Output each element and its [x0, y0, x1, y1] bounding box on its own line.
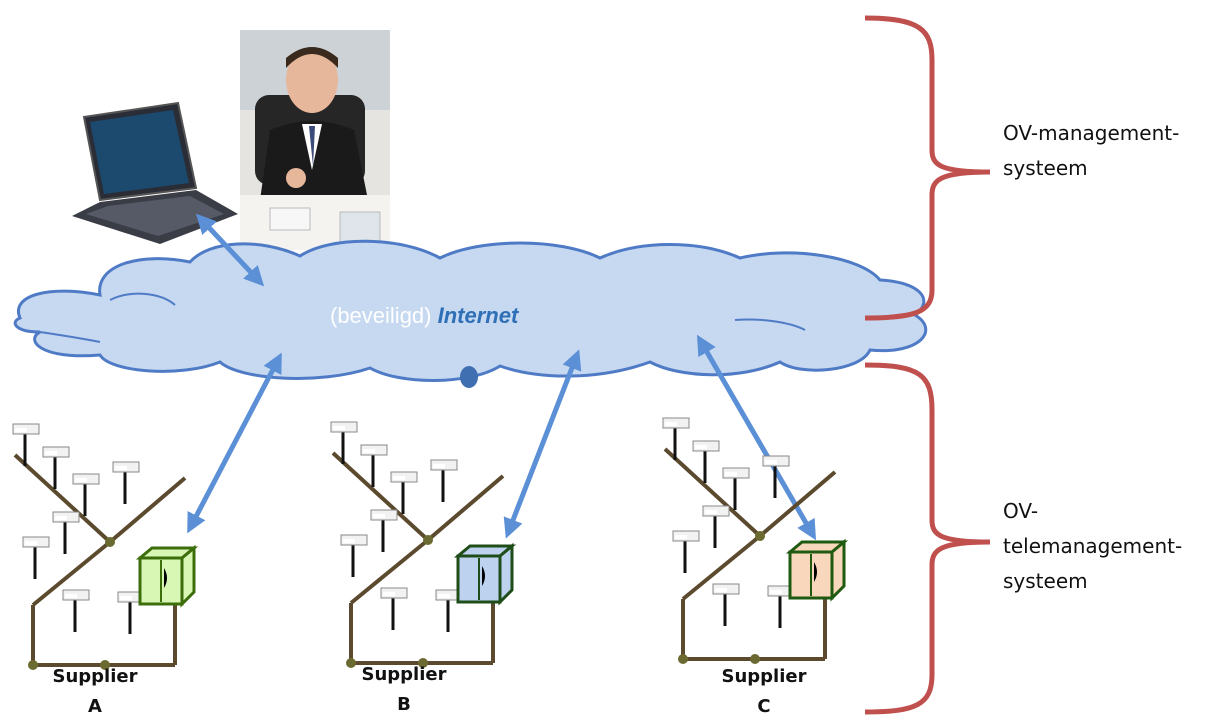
supplier-a-label: Supplier A	[45, 662, 145, 722]
management-label-line-1: OV-management-	[1003, 121, 1180, 145]
control-cabinet-icon	[785, 538, 849, 602]
cable-lines	[331, 451, 505, 665]
supplier-c-letter: C	[757, 696, 771, 717]
telemanagement-system-label: OV- telemanagement- systeem	[1003, 494, 1182, 599]
telemanagement-label-line-1: OV-	[1003, 499, 1039, 523]
brace-management	[864, 15, 991, 321]
cloud-label-emphasis: Internet	[437, 303, 519, 328]
management-label-line-2: systeem	[1003, 156, 1088, 180]
brace-telemanagement	[864, 362, 991, 715]
supplier-a-network	[11, 422, 199, 670]
supplier-a-letter: A	[88, 696, 102, 717]
supplier-c-network	[661, 416, 849, 664]
cloud-label-prefix: (beveiligd)	[330, 303, 432, 328]
laptop-icon	[72, 101, 238, 244]
supplier-b-network	[329, 420, 517, 668]
cable-lines	[13, 453, 187, 667]
telemanagement-label-line-3: systeem	[1003, 569, 1088, 593]
supplier-a-name: Supplier	[52, 666, 138, 687]
supplier-b-name: Supplier	[361, 664, 447, 685]
control-cabinet-icon	[453, 542, 517, 606]
control-cabinet-icon	[135, 544, 199, 608]
management-system-label: OV-management- systeem	[1003, 116, 1179, 186]
cloud-label: (beveiligd) Internet	[330, 303, 518, 329]
supplier-b-label: Supplier B	[354, 660, 454, 720]
supplier-c-label: Supplier C	[714, 662, 814, 722]
supplier-c-name: Supplier	[721, 666, 807, 687]
connection-arrows	[187, 213, 817, 541]
supplier-b-letter: B	[397, 694, 411, 715]
businessman-photo	[240, 30, 390, 250]
telemanagement-label-line-2: telemanagement-	[1003, 534, 1183, 558]
